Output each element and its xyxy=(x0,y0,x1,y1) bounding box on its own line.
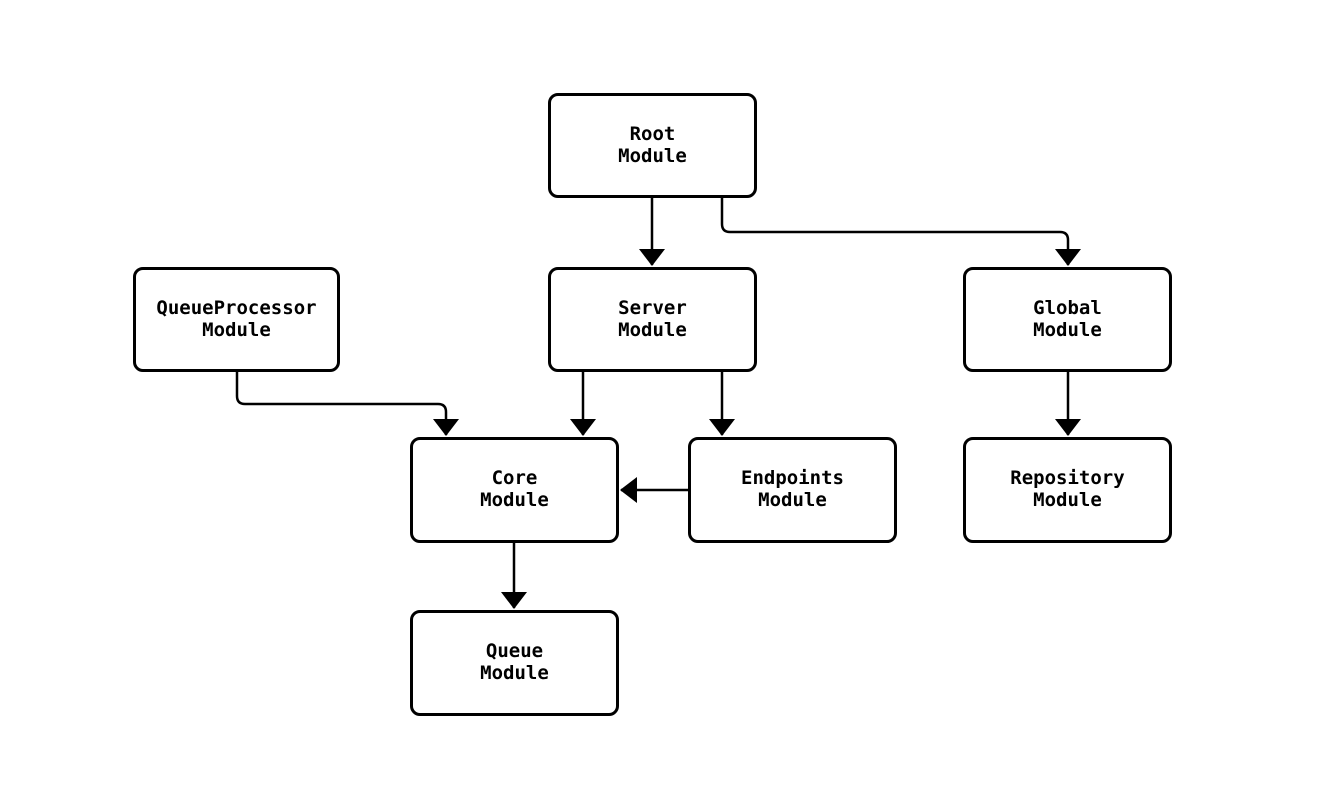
node-queue: Queue Module xyxy=(410,610,619,716)
node-endpoints: Endpoints Module xyxy=(688,437,897,543)
edge-queueprocessor-core xyxy=(235,372,459,436)
node-label-endpoints: Endpoints Module xyxy=(741,467,844,511)
node-core: Core Module xyxy=(410,437,619,543)
node-repository: Repository Module xyxy=(963,437,1172,543)
node-label-queueprocessor: QueueProcessor Module xyxy=(156,296,317,341)
node-label-queue: Queue Module xyxy=(480,640,549,684)
node-label-repository: Repository Module xyxy=(1010,467,1125,511)
node-server: Server Module xyxy=(548,267,757,372)
node-label-server: Server Module xyxy=(618,296,687,341)
edge-root-global xyxy=(720,198,1081,266)
node-label-root: Root Module xyxy=(618,122,687,167)
node-label-core: Core Module xyxy=(480,467,549,511)
node-label-global: Global Module xyxy=(1033,296,1102,341)
node-root: Root Module xyxy=(548,93,757,198)
node-queueprocessor: QueueProcessor Module xyxy=(133,267,340,372)
node-global: Global Module xyxy=(963,267,1172,372)
